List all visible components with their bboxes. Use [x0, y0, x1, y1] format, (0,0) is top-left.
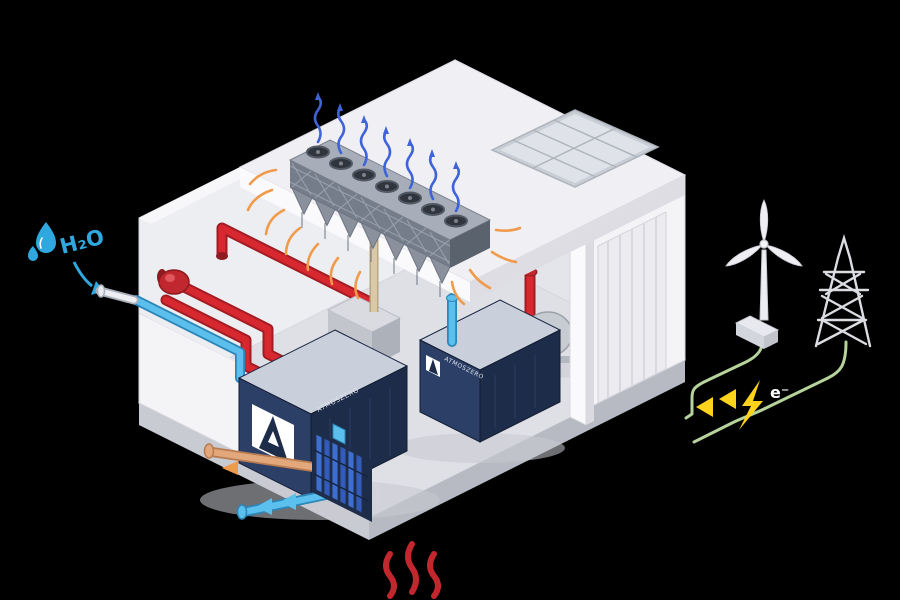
- copper-pipe: [203, 443, 325, 475]
- turbine-blades: [725, 199, 803, 267]
- heat-exchanger: [203, 423, 372, 522]
- machine-2-logo: [426, 355, 440, 377]
- heat-out-arrow: [222, 461, 238, 475]
- roof-edge-right: [470, 175, 685, 302]
- nw-wall-cap: [139, 167, 252, 224]
- cooler-braces: [291, 162, 450, 265]
- steam-icon: [383, 541, 441, 599]
- machine-2: ATMOSZERO: [418, 293, 562, 443]
- airflow-arrows: [313, 92, 461, 213]
- exchanger-plates: [315, 433, 363, 514]
- power-wire-pylon: [692, 340, 848, 444]
- heat-rays: [246, 168, 522, 306]
- exchanger-coupling: [332, 423, 346, 445]
- cooler-hoppers: [290, 186, 451, 297]
- h2o-label: H₂O: [57, 225, 106, 259]
- rollup-door: [597, 211, 667, 404]
- solar-panel: [490, 109, 660, 188]
- water-inlet-pipe: [95, 284, 139, 305]
- cooler-fans: [306, 145, 468, 228]
- flow-arrow: [280, 493, 296, 510]
- flow-arrow: [256, 498, 272, 515]
- electron-arrow: [696, 397, 713, 417]
- power-connection: e⁻: [684, 199, 872, 444]
- machine-2-cold-pipe: [446, 293, 458, 347]
- water-drop-icon: [28, 222, 56, 261]
- electron-flow: e⁻: [696, 380, 789, 430]
- hot-water-pipe-upper: [216, 222, 376, 308]
- water-inlet: H₂O: [28, 222, 139, 305]
- lightning-bolt-icon: [739, 380, 763, 430]
- se-exterior-wall: [569, 174, 686, 426]
- wall-pillar: [569, 231, 594, 426]
- cooler-side: [450, 220, 490, 268]
- water-arrow: [72, 261, 93, 288]
- electron-label: e⁻: [770, 383, 789, 402]
- machine-1-logo: [252, 404, 294, 467]
- wind-turbine: [725, 199, 803, 349]
- rooftop-cooler-bank: [288, 139, 492, 297]
- machine-2-side: [479, 329, 561, 443]
- electron-arrow: [719, 389, 736, 409]
- power-pylon: [814, 233, 872, 348]
- red-pump: [157, 269, 190, 295]
